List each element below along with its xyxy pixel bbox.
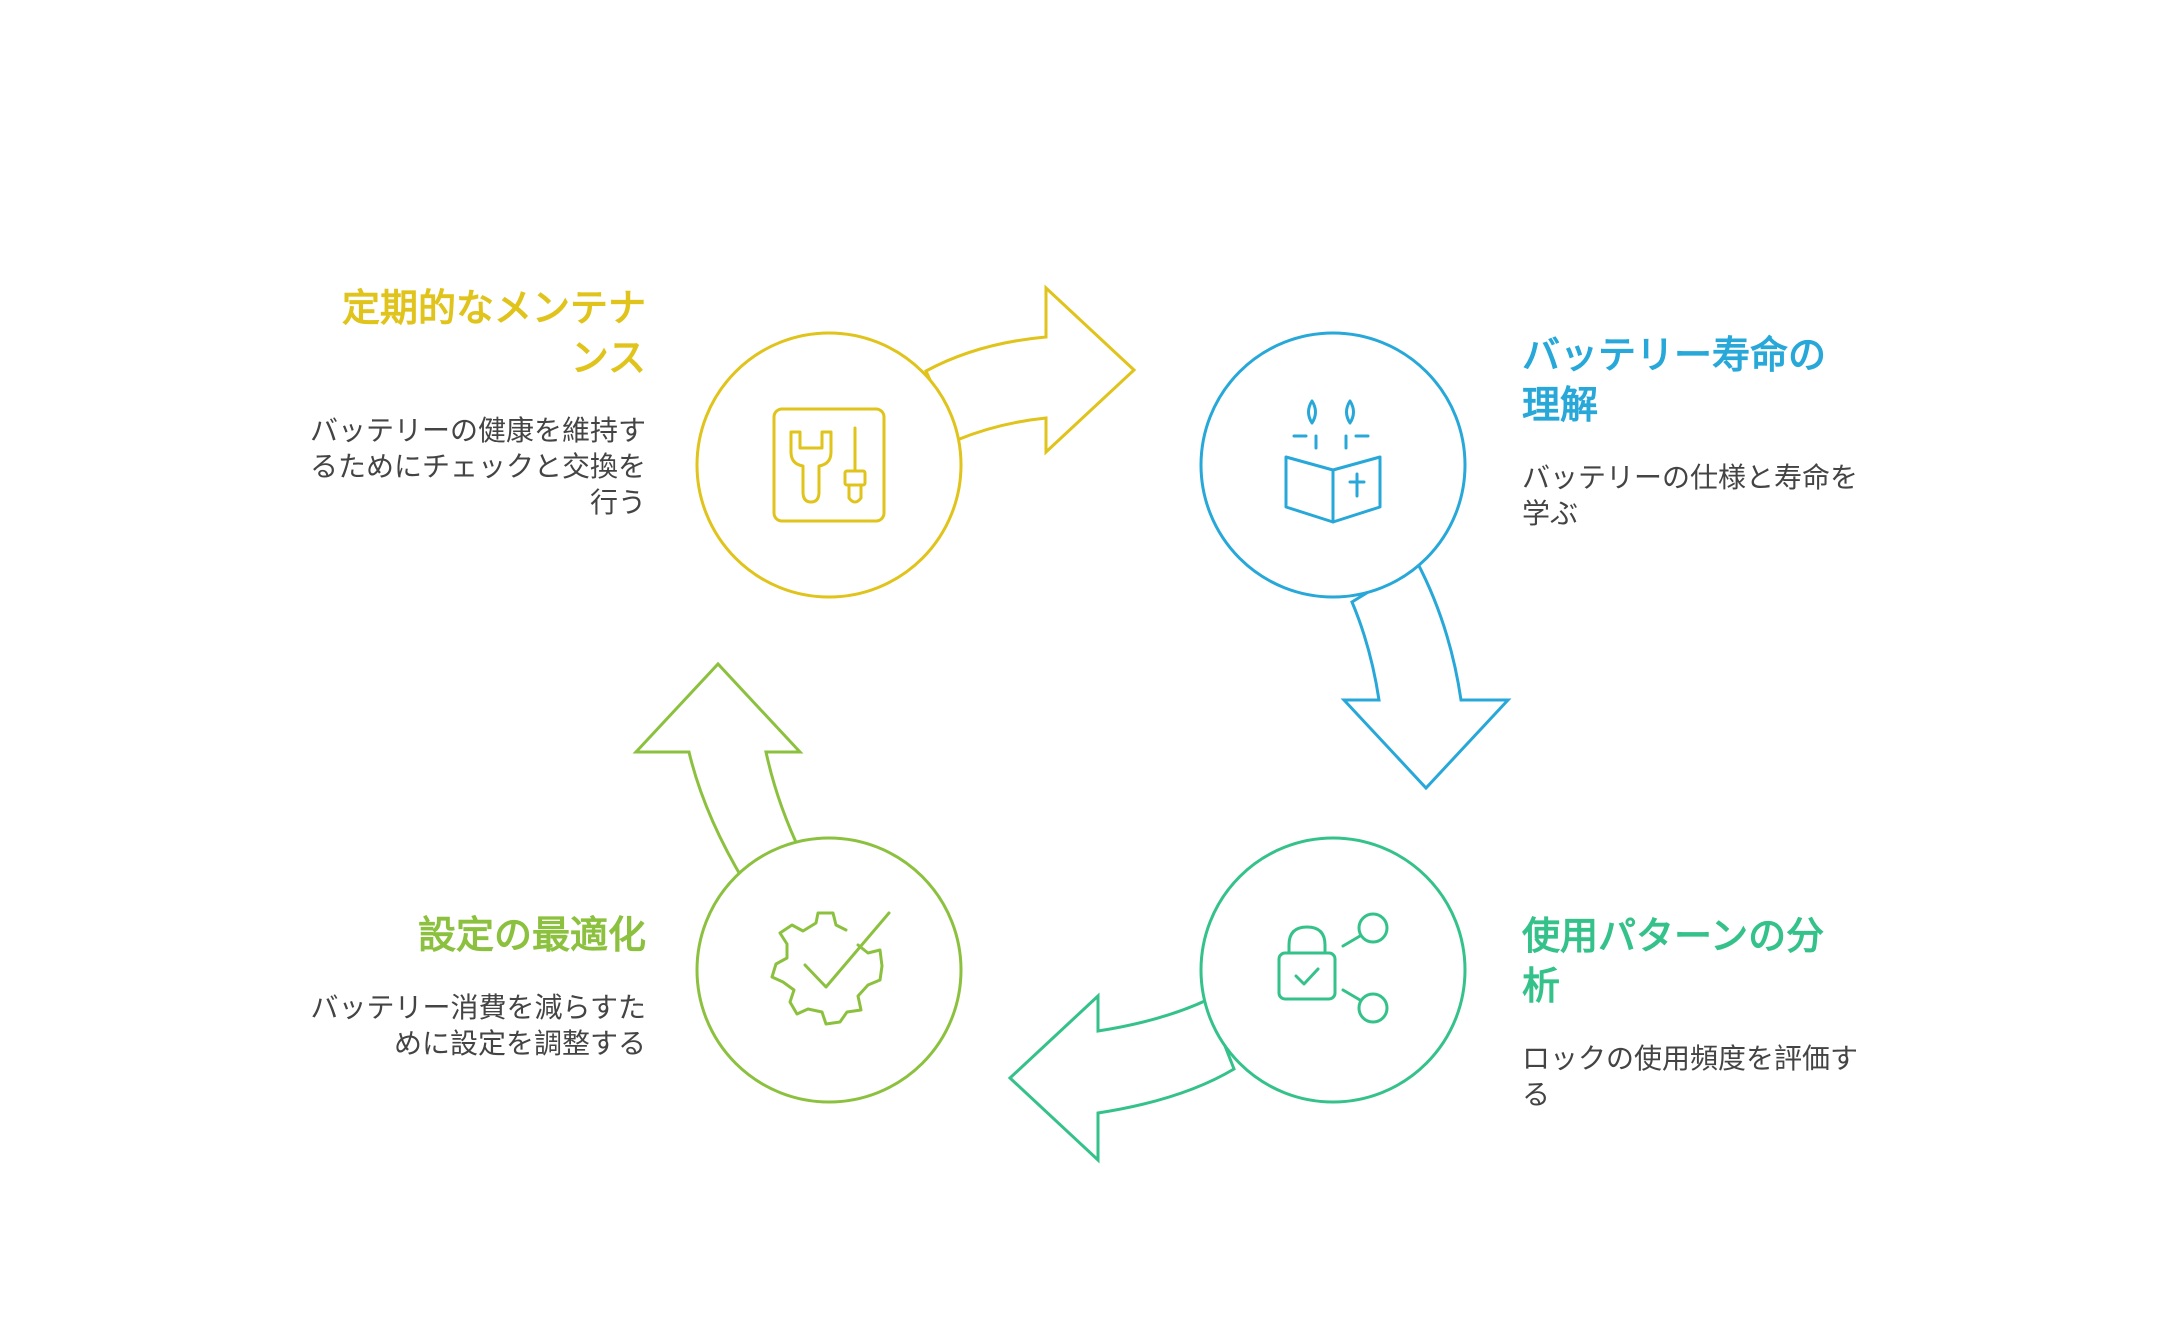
understand-title: バッテリー寿命の理解	[1522, 333, 1827, 427]
optimize-text: 設定の最適化 バッテリー消費を減らすために設定を調整する	[306, 910, 646, 1062]
lock-share-icon	[1277, 912, 1389, 1024]
arrow-analyze-to-optimize	[1007, 992, 1236, 1164]
maintenance-description: バッテリーの健康を維持するためにチェックと交換を行う	[309, 414, 646, 519]
analyze-text: 使用パターンの分析 ロックの使用頻度を評価する	[1522, 911, 1862, 1113]
open-book-icon	[1284, 399, 1382, 524]
maintenance-title: 定期的なメンテナンス	[341, 286, 646, 380]
arrow-maintenance-to-understand	[924, 284, 1137, 456]
analyze-description: ロックの使用頻度を評価する	[1522, 1042, 1859, 1111]
maintenance-text: 定期的なメンテナンス バッテリーの健康を維持するためにチェックと交換を行う	[306, 283, 646, 521]
node-optimize	[695, 836, 963, 1104]
understand-text: バッテリー寿命の理解 バッテリーの仕様と寿命を学ぶ	[1522, 330, 1862, 532]
gear-check-icon	[770, 911, 891, 1026]
understand-description: バッテリーの仕様と寿命を学ぶ	[1522, 461, 1859, 530]
arrow-understand-to-analyze	[1340, 559, 1512, 791]
analyze-title: 使用パターンの分析	[1522, 914, 1825, 1008]
optimize-description: バッテリー消費を減らすために設定を調整する	[310, 991, 646, 1060]
node-maintenance	[695, 331, 963, 599]
arrow-optimize-to-maintenance	[632, 661, 804, 885]
node-analyze	[1199, 836, 1467, 1104]
node-understand	[1199, 331, 1467, 599]
toolbox-icon	[772, 407, 886, 523]
optimize-title: 設定の最適化	[417, 913, 646, 957]
